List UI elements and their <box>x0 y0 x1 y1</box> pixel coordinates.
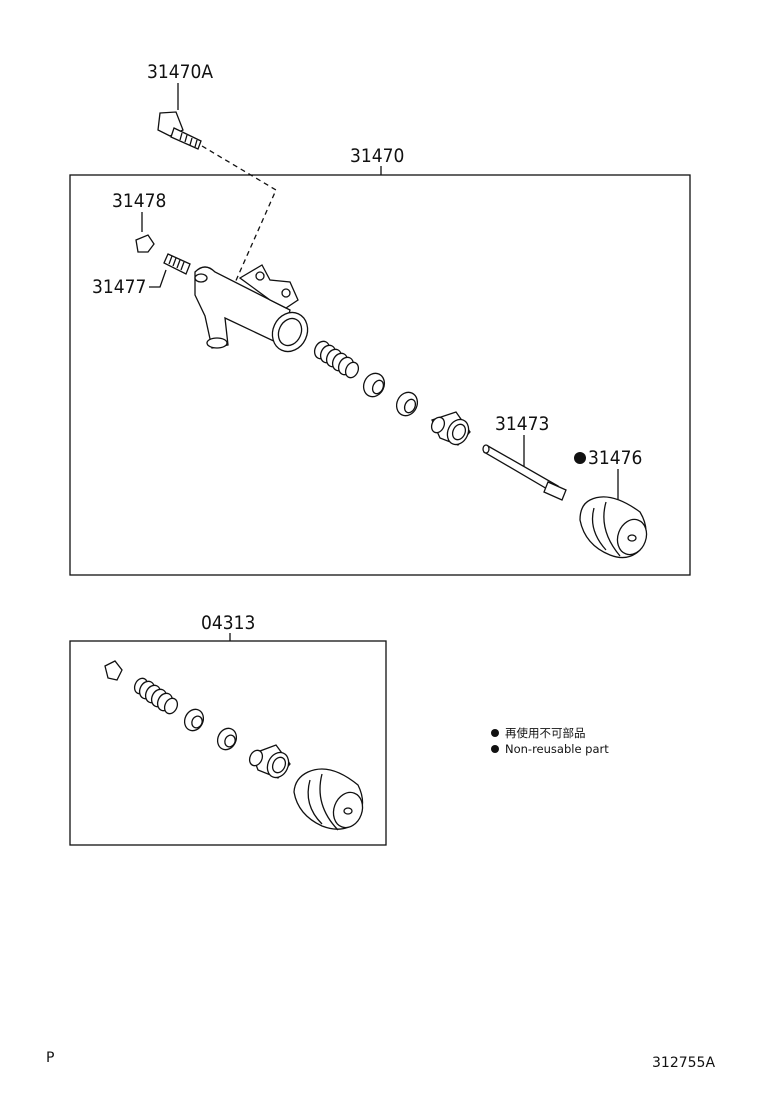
label-04313[interactable]: 04313 <box>201 612 255 634</box>
frame-31470 <box>69 174 691 576</box>
kit-piston[interactable] <box>247 744 292 781</box>
kit-boot[interactable] <box>293 768 367 832</box>
legend-dot-jp <box>491 729 499 737</box>
frame-04313 <box>69 640 387 846</box>
label-31473[interactable]: 31473 <box>495 413 549 435</box>
kit-spring[interactable] <box>132 676 180 716</box>
legend-text-jp: 再使用不可部品 <box>505 726 586 740</box>
cup-1[interactable] <box>360 370 388 400</box>
bleeder-screw-31477[interactable] <box>163 253 191 275</box>
bolt-31470a[interactable] <box>157 111 202 150</box>
kit-cup-2[interactable] <box>214 725 240 753</box>
legend-dot-en <box>491 745 499 753</box>
legend-text-en: Non-reusable part <box>505 742 609 756</box>
label-31470A[interactable]: 31470A <box>147 61 213 83</box>
kit-cap[interactable] <box>104 660 123 681</box>
push-rod-31473[interactable] <box>482 444 567 501</box>
non-reusable-dot-31476 <box>574 452 586 464</box>
cylinder-body[interactable] <box>194 264 314 357</box>
label-31478[interactable]: 31478 <box>112 190 166 212</box>
kit-cup-1[interactable] <box>181 706 207 734</box>
cup-2[interactable] <box>393 389 421 419</box>
bleeder-cap-31478[interactable] <box>135 234 155 253</box>
spring[interactable] <box>312 339 361 380</box>
footer-figure-number: 312755A <box>652 1055 715 1071</box>
boot-31476[interactable] <box>579 496 651 559</box>
label-31476[interactable]: 31476 <box>588 447 642 469</box>
footer-left-code: P <box>46 1050 54 1066</box>
piston[interactable] <box>429 411 472 448</box>
label-31477[interactable]: 31477 <box>92 276 146 298</box>
legend: 再使用不可部品 Non-reusable part <box>491 726 609 756</box>
label-31470[interactable]: 31470 <box>350 145 404 167</box>
